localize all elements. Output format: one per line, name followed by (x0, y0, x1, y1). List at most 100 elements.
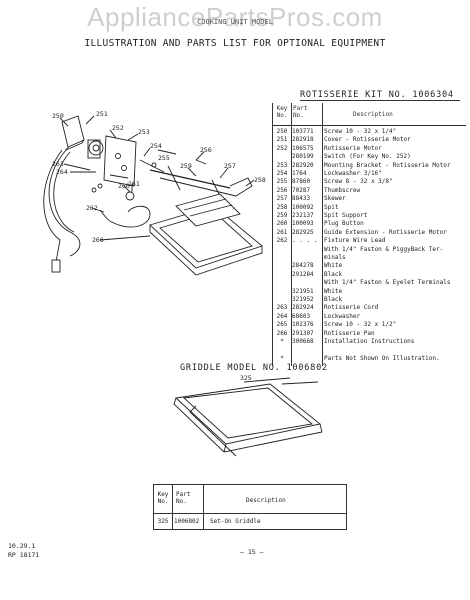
table-row: 255 87860 Screw 8 - 32 x 3/8" (273, 178, 466, 185)
row-part-number: 103771 (292, 128, 314, 135)
table-row: 280199 Switch (For Key No. 252) (273, 153, 466, 160)
row-description: Lockwasher 3/16" (324, 170, 382, 177)
table-row: 321951 White (273, 288, 466, 295)
row-key: 251 (276, 136, 288, 144)
page-number: – 15 – (240, 548, 264, 556)
table-row: minals (273, 254, 466, 261)
callout-256: 256 (200, 146, 212, 154)
callout-251: 251 (96, 110, 108, 118)
row-description: Spit Support (324, 212, 368, 219)
row-part-number: 282924 (292, 304, 314, 312)
row-part-number: 300668 (292, 338, 314, 345)
row-description: Rotisserie Cord (324, 304, 379, 312)
row-description: White (324, 262, 343, 270)
row-key: 261 (276, 228, 288, 236)
table-row (273, 346, 466, 353)
row-key: 258 (276, 203, 288, 211)
callout-260: 260 (118, 182, 130, 190)
row-description: Fixture Wire Lead (324, 237, 386, 245)
griddle-row-description: Set-On Griddle (210, 518, 261, 525)
row-key: 265 (276, 321, 288, 329)
row-description: Skewer (324, 195, 346, 203)
row-description: Parts Not Shown On Illustration. (324, 354, 440, 362)
row-part-number: 321951 (292, 287, 314, 295)
row-description: With 1/4" Faston & PiggyBack Ter- (324, 245, 444, 253)
row-description: White (324, 287, 343, 295)
row-description: minals (324, 254, 346, 261)
table-row: With 1/4" Faston & PiggyBack Ter- (273, 246, 466, 253)
parts-table-header: Key No. Part No. Description (273, 103, 466, 126)
callout-254: 254 (150, 142, 162, 150)
row-description: Spit (324, 203, 339, 211)
table-row: 262 . . . . Fixture Wire Lead (273, 237, 466, 244)
column-divider (203, 485, 204, 529)
callout-325: 325 (240, 374, 252, 382)
row-key: 264 (276, 312, 288, 320)
table-row: 254 1764 Lockwasher 3/16" (273, 170, 466, 177)
row-description: Cover - Rotisserie Motor (324, 136, 411, 144)
row-description: Mounting Bracket - Rotisserie Motor (324, 161, 451, 169)
row-description: Screw 10 - 32 x 1/4" (324, 128, 397, 135)
row-key: 266 (276, 329, 288, 337)
document-code: 10.29.1 (8, 542, 36, 550)
row-part-number: 87860 (292, 178, 311, 186)
row-part-number: 291284 (292, 270, 314, 278)
row-key: 254 (276, 170, 288, 177)
row-description: Rotisserie Pan (324, 329, 375, 337)
row-key: * (280, 354, 284, 362)
row-description: Guide Extension - Rotisserie Motor (324, 228, 447, 236)
row-key: * (280, 338, 284, 345)
header-description: Description (353, 111, 393, 118)
row-description: Switch (For Key No. 252) (324, 153, 411, 161)
row-key: 263 (276, 304, 288, 312)
callout-253: 253 (138, 128, 150, 136)
row-description: Plug Button (324, 220, 364, 228)
table-row: * Parts Not Shown On Illustration. (273, 355, 466, 362)
faint-subtitle: COOKING UNIT MODEL (197, 18, 273, 26)
row-part-number: 68603 (292, 312, 311, 320)
row-description: Thumbscrew (324, 186, 361, 194)
table-row: 321952 Black (273, 296, 466, 303)
document-title: ILLUSTRATION AND PARTS LIST FOR OPTIONAL… (84, 38, 386, 49)
callout-264: 264 (56, 168, 68, 176)
row-key: 260 (276, 220, 288, 228)
callout-257: 257 (224, 162, 236, 170)
callout-262: 262 (86, 204, 98, 212)
header-key: Key No. (276, 105, 288, 119)
table-row: With 1/4" Faston & Eyelet Terminals (273, 279, 466, 286)
row-part-number: 100093 (292, 220, 314, 228)
griddle-header-key: Key No. (157, 491, 169, 505)
row-part-number: 284278 (292, 262, 314, 270)
row-part-number: 282920 (292, 161, 314, 169)
row-description: Black (324, 296, 343, 303)
callout-252: 252 (112, 124, 124, 132)
row-key: 259 (276, 212, 288, 219)
row-part-number: 282925 (292, 228, 314, 236)
row-description: Screw 10 - 32 x 1/2" (324, 321, 397, 329)
row-part-number: 88433 (292, 195, 311, 203)
row-key: 255 (276, 178, 288, 186)
row-description: Screw 8 - 32 x 3/8" (324, 178, 393, 186)
callout-261: 261 (128, 180, 140, 188)
griddle-model-title: GRIDDLE MODEL NO. 1006802 (180, 363, 328, 373)
table-row: 257 88433 Skewer (273, 195, 466, 202)
row-part-number: 1764 (292, 170, 307, 177)
griddle-parts-table: Key No. Part No. Description 325 1006802… (153, 484, 347, 530)
row-key: 257 (276, 195, 288, 203)
document-code: RP 18171 (8, 551, 40, 559)
row-part-number: . . . . (292, 237, 318, 245)
row-part-number: 102376 (292, 321, 314, 329)
griddle-header-part: Part No. (176, 491, 191, 505)
table-row: 260 100093 Plug Button (273, 220, 466, 227)
row-part-number: 280199 (292, 153, 314, 161)
callout-263: 263 (52, 160, 64, 168)
row-key: 262 (276, 237, 288, 245)
